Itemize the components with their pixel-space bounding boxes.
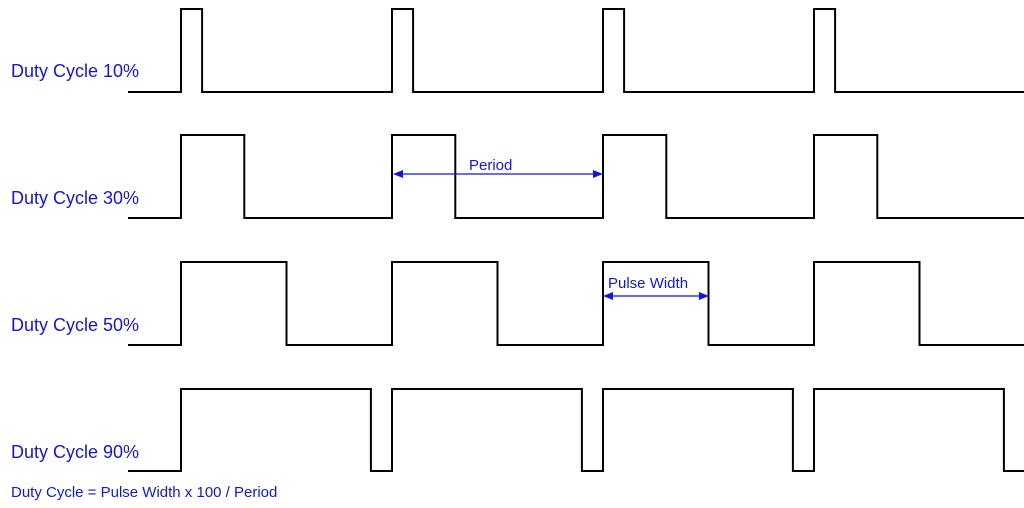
pulse-width-arrow-left-arrowhead: [603, 292, 613, 300]
pulse-width-arrow-right-arrowhead: [699, 292, 709, 300]
annotation-arrows: [393, 170, 709, 300]
duty-cycle-formula: Duty Cycle = Pulse Width x 100 / Period: [11, 484, 278, 501]
waveforms: [128, 8, 1024, 472]
period-label: Period: [469, 157, 513, 174]
waveform-duty-50: [128, 261, 1024, 346]
waveform-duty-30: [128, 134, 1024, 219]
waveform-duty-10: [128, 8, 1024, 93]
row-label-duty-50: Duty Cycle 50%: [11, 315, 140, 335]
waveform-duty-90: [128, 388, 1024, 472]
row-label-duty-90: Duty Cycle 90%: [11, 442, 140, 462]
period-arrow-left-arrowhead: [393, 170, 403, 178]
period-arrow-right-arrowhead: [593, 170, 603, 178]
row-label-duty-30: Duty Cycle 30%: [11, 188, 140, 208]
row-label-duty-10: Duty Cycle 10%: [11, 61, 140, 81]
pulse-width-label: Pulse Width: [608, 275, 689, 292]
